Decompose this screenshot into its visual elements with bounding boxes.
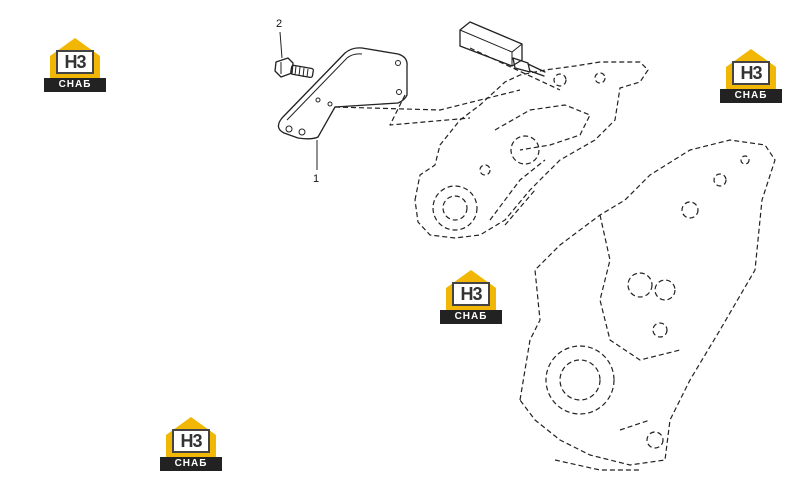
logo-bar: СНАБ — [440, 310, 502, 324]
logo-bar: СНАБ — [720, 89, 782, 103]
bracket-plate — [277, 47, 408, 140]
logo-mark: H3 — [452, 282, 490, 306]
logo-bar: СНАБ — [160, 457, 222, 471]
watermark-logo-2: H3 СНАБ — [720, 47, 782, 105]
watermark-logo-1: H3 СНАБ — [44, 36, 106, 94]
sensor-mount-dashed-line — [469, 47, 561, 91]
bolt — [274, 57, 314, 79]
logo-mark: H3 — [172, 429, 210, 453]
logo-mark: H3 — [56, 50, 94, 74]
leader-line-2 — [279, 31, 283, 59]
lower-housing-outline — [519, 139, 776, 471]
watermark-logo-3: H3 СНАБ — [440, 268, 502, 326]
logo-bar: СНАБ — [44, 78, 106, 92]
logo-mark: H3 — [732, 61, 770, 85]
watermark-logo-4: H3 СНАБ — [160, 415, 222, 473]
callout-1: 1 — [313, 173, 319, 185]
upper-housing-outline — [414, 61, 649, 239]
sensor-connector — [459, 21, 546, 77]
bracket-mount-dashed-line — [334, 89, 521, 126]
callout-2: 2 — [276, 18, 282, 30]
